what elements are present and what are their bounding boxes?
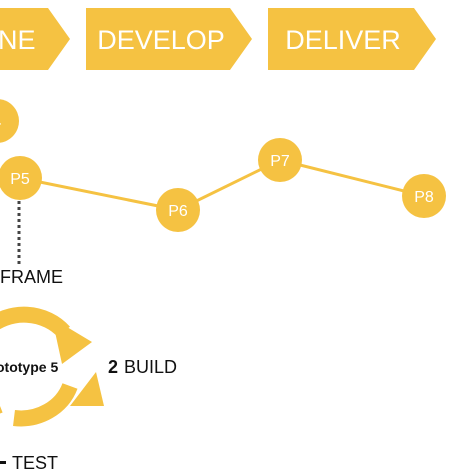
node-p8: P8 [402, 174, 446, 218]
node-label-p6: P6 [168, 203, 188, 220]
phase-chevron-3 [268, 8, 436, 70]
test-step-marker [0, 461, 6, 464]
connector-p5-p6 [19, 176, 179, 212]
frame-label: FRAME [0, 267, 63, 287]
cycle-arrowhead-bottom-icon [70, 372, 104, 406]
node-label-p4: 4 [0, 114, 2, 131]
node-p7: P7 [258, 138, 302, 182]
timeline-connectors [19, 158, 425, 212]
node-label-p7: P7 [270, 153, 290, 170]
build-step-text: BUILD [124, 357, 177, 377]
phase-label-2: DEVELOP [97, 25, 225, 55]
build-step-label: 2 BUILD [108, 357, 177, 377]
node-label-p5: P5 [10, 171, 30, 188]
prototype-nodes: 4 P5 P6 P7 P8 [0, 99, 446, 232]
cycle-center-label: ototype 5 [0, 359, 58, 375]
cycle-arrow-bottom-icon [13, 382, 78, 427]
node-p5: P5 [0, 156, 42, 200]
phase-banners: NE DEVELOP DELIVER [0, 8, 436, 70]
phase-label-1: NE [0, 25, 36, 55]
connector-p7-p8 [279, 158, 425, 198]
test-step-label: TEST [12, 453, 58, 473]
node-label-p8: P8 [414, 189, 434, 206]
node-p6: P6 [156, 188, 200, 232]
phase-chevron-2 [86, 8, 252, 70]
phase-chevron-1 [0, 8, 70, 70]
build-step-number: 2 [108, 357, 118, 377]
cycle-arrowhead-top-icon [52, 318, 92, 364]
phase-label-3: DELIVER [285, 25, 401, 55]
cycle-arrows [0, 306, 104, 427]
node-p4: 4 [0, 99, 19, 143]
